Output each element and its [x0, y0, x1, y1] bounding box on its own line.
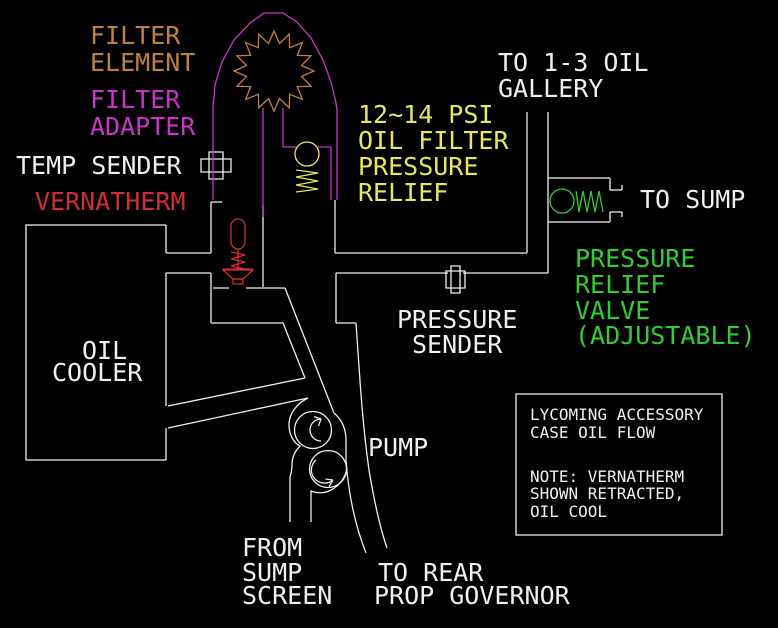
filter-adapter-outline: [213, 13, 337, 217]
vernatherm-icon: [223, 219, 253, 284]
pump-rotation-arrow-bottom: [311, 460, 333, 487]
oil-gallery-label-2: GALLERY: [498, 74, 604, 103]
pump-rotation-arrow-top: [310, 417, 321, 442]
bypass-relief-icon: [295, 142, 319, 192]
temp-sender-icon: [201, 152, 231, 179]
oil-cooler-label-2: COOLER: [52, 358, 143, 387]
note-box-note-2: SHOWN RETRACTED,: [530, 484, 685, 503]
from-sump-label-2: SUMP: [242, 558, 303, 587]
oil-filter-relief-label-3: PRESSURE: [358, 152, 479, 181]
white-plumbing: [26, 112, 722, 553]
pressure-relief-valve-label-1: PRESSURE: [575, 244, 696, 273]
filter-element-label-2: ELEMENT: [90, 48, 196, 77]
pressure-relief-valve-icon: [550, 189, 603, 213]
from-sump-label-1: FROM: [242, 533, 303, 562]
oil-gallery-label-1: TO 1-3 OIL: [498, 48, 649, 77]
note-box-note-3: OIL COOL: [530, 502, 608, 521]
governor-channel: [356, 323, 387, 548]
prop-governor-label-2: PROP GOVERNOR: [374, 581, 570, 610]
relief-valve-chamber: [548, 178, 622, 222]
pressure-sender-label-2: SENDER: [412, 330, 503, 359]
filter-element-icon: [234, 31, 314, 111]
oil-cooler-label-1: OIL: [82, 336, 128, 365]
filter-element-label-1: FILTER: [90, 21, 181, 50]
vernatherm-label: VERNATHERM: [35, 187, 186, 216]
note-box-note-1: NOTE: VERNATHERM: [530, 467, 685, 486]
vernatherm-chamber-outline: [168, 202, 334, 428]
cooler-channel: [166, 253, 211, 273]
oil-filter-relief-label-4: RELIEF: [358, 178, 449, 207]
pressure-sender-icon: [446, 266, 465, 293]
prop-governor-label-1: TO REAR: [378, 558, 484, 587]
pump-label: PUMP: [368, 433, 429, 462]
note-box-title-1: LYCOMING ACCESSORY: [530, 405, 704, 424]
pump-body: [289, 398, 308, 522]
pump-gear-top: [295, 412, 332, 449]
filter-adapter-label-1: FILTER: [90, 85, 181, 114]
oil-cooler-outline: [26, 225, 166, 460]
oil-filter-relief-label-2: OIL FILTER: [358, 126, 509, 155]
gallery-passages: [335, 112, 548, 323]
temp-sender-label: TEMP SENDER: [16, 151, 182, 180]
pressure-sender-label-1: PRESSURE: [397, 305, 518, 334]
note-box-border: [516, 394, 722, 535]
pressure-relief-valve-label-2: RELIEF: [575, 270, 666, 299]
pressure-relief-valve-label-4: (ADJUSTABLE): [575, 321, 756, 350]
note-box-title-2: CASE OIL FLOW: [530, 423, 656, 442]
to-sump-label: TO SUMP: [640, 185, 746, 214]
pressure-relief-valve-label-3: VALVE: [575, 296, 651, 325]
oil-filter-relief-label-1: 12~14 PSI: [358, 100, 494, 129]
filter-adapter-label-2: ADAPTER: [90, 112, 196, 141]
from-sump-label-3: SCREEN: [242, 581, 333, 610]
pump-assembly: [289, 398, 366, 553]
